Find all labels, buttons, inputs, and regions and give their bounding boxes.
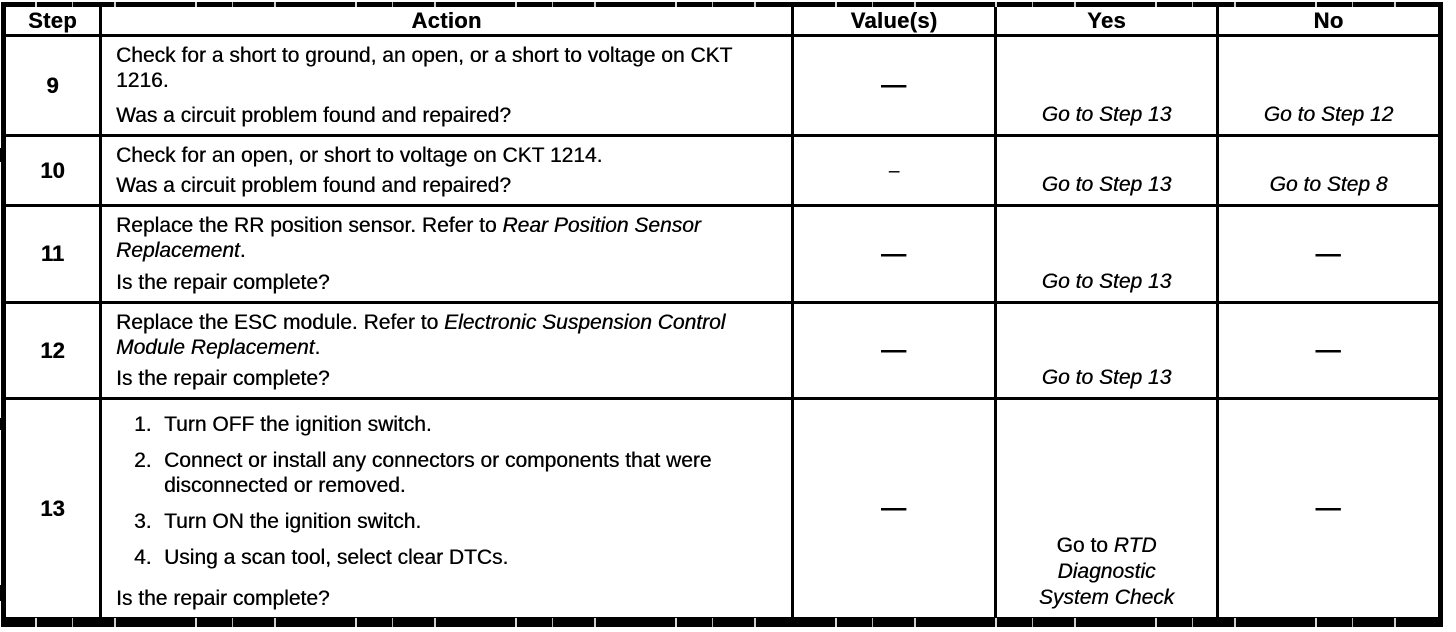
step-item-text: Turn OFF the ignition switch. <box>164 413 432 436</box>
yes-cell: Go to RTD Diagnostic System Check <box>994 397 1219 624</box>
italic-text: Go to Step 13 <box>1041 366 1172 389</box>
action-question: Is the repair complete? <box>116 587 330 610</box>
action-step-item: 2. Connect or install any connectors or c… <box>134 448 779 498</box>
value-cell: — <box>791 301 997 400</box>
action-cell: Replace the ESC module. Refer to Electro… <box>99 301 794 400</box>
action-question: Was a circuit problem found and repaired… <box>116 174 511 197</box>
no-cell: Go to Step 12 <box>1216 34 1442 137</box>
col-header-action: Action <box>99 3 794 37</box>
value-cell: — <box>791 397 997 624</box>
step-item-text: Using a scan tool, select clear DTCs. <box>164 546 509 569</box>
no-cell: Go to Step 8 <box>1216 134 1442 207</box>
italic-text: Go to Step 13 <box>1041 173 1172 196</box>
goto-reference: Go to Step 13 <box>997 269 1216 295</box>
yes-cell: Go to Step 13 <box>994 301 1219 400</box>
action-paragraph: Replace the ESC module. Refer to Electro… <box>116 310 779 360</box>
action-cell: 1. Turn OFF the ignition switch. 2. Connect… <box>99 397 794 624</box>
yes-cell: Go to Step 13 <box>994 34 1219 137</box>
step-item-number: 4. <box>134 546 152 569</box>
dash-placeholder: – <box>888 160 900 182</box>
italic-text: Go to Step 8 <box>1269 173 1388 196</box>
plain-text: Go to <box>1056 534 1114 557</box>
goto-text: Go to Step 13 <box>1042 365 1172 391</box>
step-cell: 10 <box>2 134 102 207</box>
dash-placeholder: — <box>881 336 907 364</box>
action-question: Is the repair complete? <box>116 367 330 390</box>
goto-reference: Go to Step 12 <box>1219 102 1438 128</box>
plain-text: . <box>314 336 321 359</box>
plain-text: Check for an open, or short to voltage o… <box>116 144 603 167</box>
value-cell: — <box>791 204 997 304</box>
step-item-text: Turn ON the ignition switch. <box>164 510 422 533</box>
action-step-item: 4. Using a scan tool, select clear DTCs. <box>134 545 779 570</box>
step-item-text: Connect or install any connectors or com… <box>164 449 712 497</box>
col-header-values: Value(s) <box>791 3 997 37</box>
no-cell: — <box>1216 397 1442 624</box>
goto-reference: Go to Step 8 <box>1219 172 1438 198</box>
table-body: 9 Check for a short to ground, an open, o… <box>2 34 1442 624</box>
yes-cell: Go to Step 13 <box>994 134 1219 207</box>
goto-reference: Go to Step 13 <box>997 172 1216 198</box>
action-step-item: 1. Turn OFF the ignition switch. <box>134 412 779 437</box>
italic-text: Go to Step 12 <box>1263 103 1394 126</box>
plain-text: . <box>239 239 246 262</box>
action-cell: Check for a short to ground, an open, or… <box>99 34 794 137</box>
dash-placeholder: — <box>1315 494 1342 522</box>
table-row: 11 Replace the RR position sensor. Refer … <box>2 204 1442 304</box>
step-cell: 13 <box>2 397 102 624</box>
step-item-number: 1. <box>134 413 152 436</box>
italic-text: Rear Position Sensor Replacement <box>116 214 701 262</box>
italic-text: Go to Step 13 <box>1041 270 1172 293</box>
goto-text: Go to RTD Diagnostic System Check <box>1036 533 1178 611</box>
action-paragraph: Check for an open, or short to voltage o… <box>116 143 779 168</box>
goto-text: Go to Step 13 <box>1042 172 1172 198</box>
dash-placeholder: — <box>881 71 907 99</box>
goto-reference: Go to Step 13 <box>997 365 1216 391</box>
dash-placeholder: — <box>1315 239 1342 268</box>
yes-cell: Go to Step 13 <box>994 204 1219 304</box>
step-item-number: 2. <box>134 449 152 472</box>
col-header-yes: Yes <box>994 3 1219 37</box>
action-question: Was a circuit problem found and repaired… <box>116 104 511 127</box>
col-header-step: Step <box>2 3 102 37</box>
italic-text: Go to Step 13 <box>1041 103 1172 126</box>
table-header: Step Action Value(s) Yes No <box>2 3 1442 37</box>
step-cell: 11 <box>2 204 102 304</box>
goto-reference: Go to Step 13 <box>997 102 1216 128</box>
dash-placeholder: — <box>881 239 907 268</box>
dash-placeholder: — <box>881 494 907 522</box>
plain-text: Replace the RR position sensor. Refer to <box>116 214 503 237</box>
plain-text: Replace the ESC module. Refer to <box>116 311 445 334</box>
goto-text: Go to Step 13 <box>1042 269 1172 295</box>
action-paragraph: Check for a short to ground, an open, or… <box>116 43 779 93</box>
action-question: Is the repair complete? <box>116 271 330 294</box>
table-row: 10 Check for an open, or short to voltage… <box>2 134 1442 207</box>
table-row: 9 Check for a short to ground, an open, o… <box>2 34 1442 137</box>
step-cell: 9 <box>2 34 102 137</box>
table-row: 12 Replace the ESC module. Refer to Elect… <box>2 301 1442 400</box>
no-cell: — <box>1216 301 1442 400</box>
dash-placeholder: — <box>1315 336 1342 364</box>
step-cell: 12 <box>2 301 102 400</box>
col-header-no: No <box>1216 3 1442 37</box>
goto-text: Go to Step 13 <box>1042 102 1172 128</box>
italic-text: RTD Diagnostic System Check <box>1038 534 1175 609</box>
goto-text: Go to Step 12 <box>1264 102 1394 128</box>
header-row: Step Action Value(s) Yes No <box>2 3 1442 37</box>
value-cell: – <box>791 134 997 207</box>
value-cell: — <box>791 34 997 137</box>
goto-reference: Go to RTD Diagnostic System Check <box>997 533 1216 611</box>
action-paragraph: Replace the RR position sensor. Refer to… <box>116 213 779 263</box>
no-cell: — <box>1216 204 1442 304</box>
table-row: 13 1. Turn OFF the ignition switch. 2. Conne… <box>2 397 1442 624</box>
action-cell: Check for an open, or short to voltage o… <box>99 134 794 207</box>
step-item-number: 3. <box>134 510 152 533</box>
goto-text: Go to Step 8 <box>1270 172 1388 198</box>
action-cell: Replace the RR position sensor. Refer to… <box>99 204 794 304</box>
action-numbered-list: 1. Turn OFF the ignition switch. 2. Connect… <box>116 412 779 570</box>
italic-text: Electronic Suspension Control Module Rep… <box>116 311 726 359</box>
plain-text: Check for a short to ground, an open, or… <box>116 44 732 92</box>
action-step-item: 3. Turn ON the ignition switch. <box>134 509 779 534</box>
